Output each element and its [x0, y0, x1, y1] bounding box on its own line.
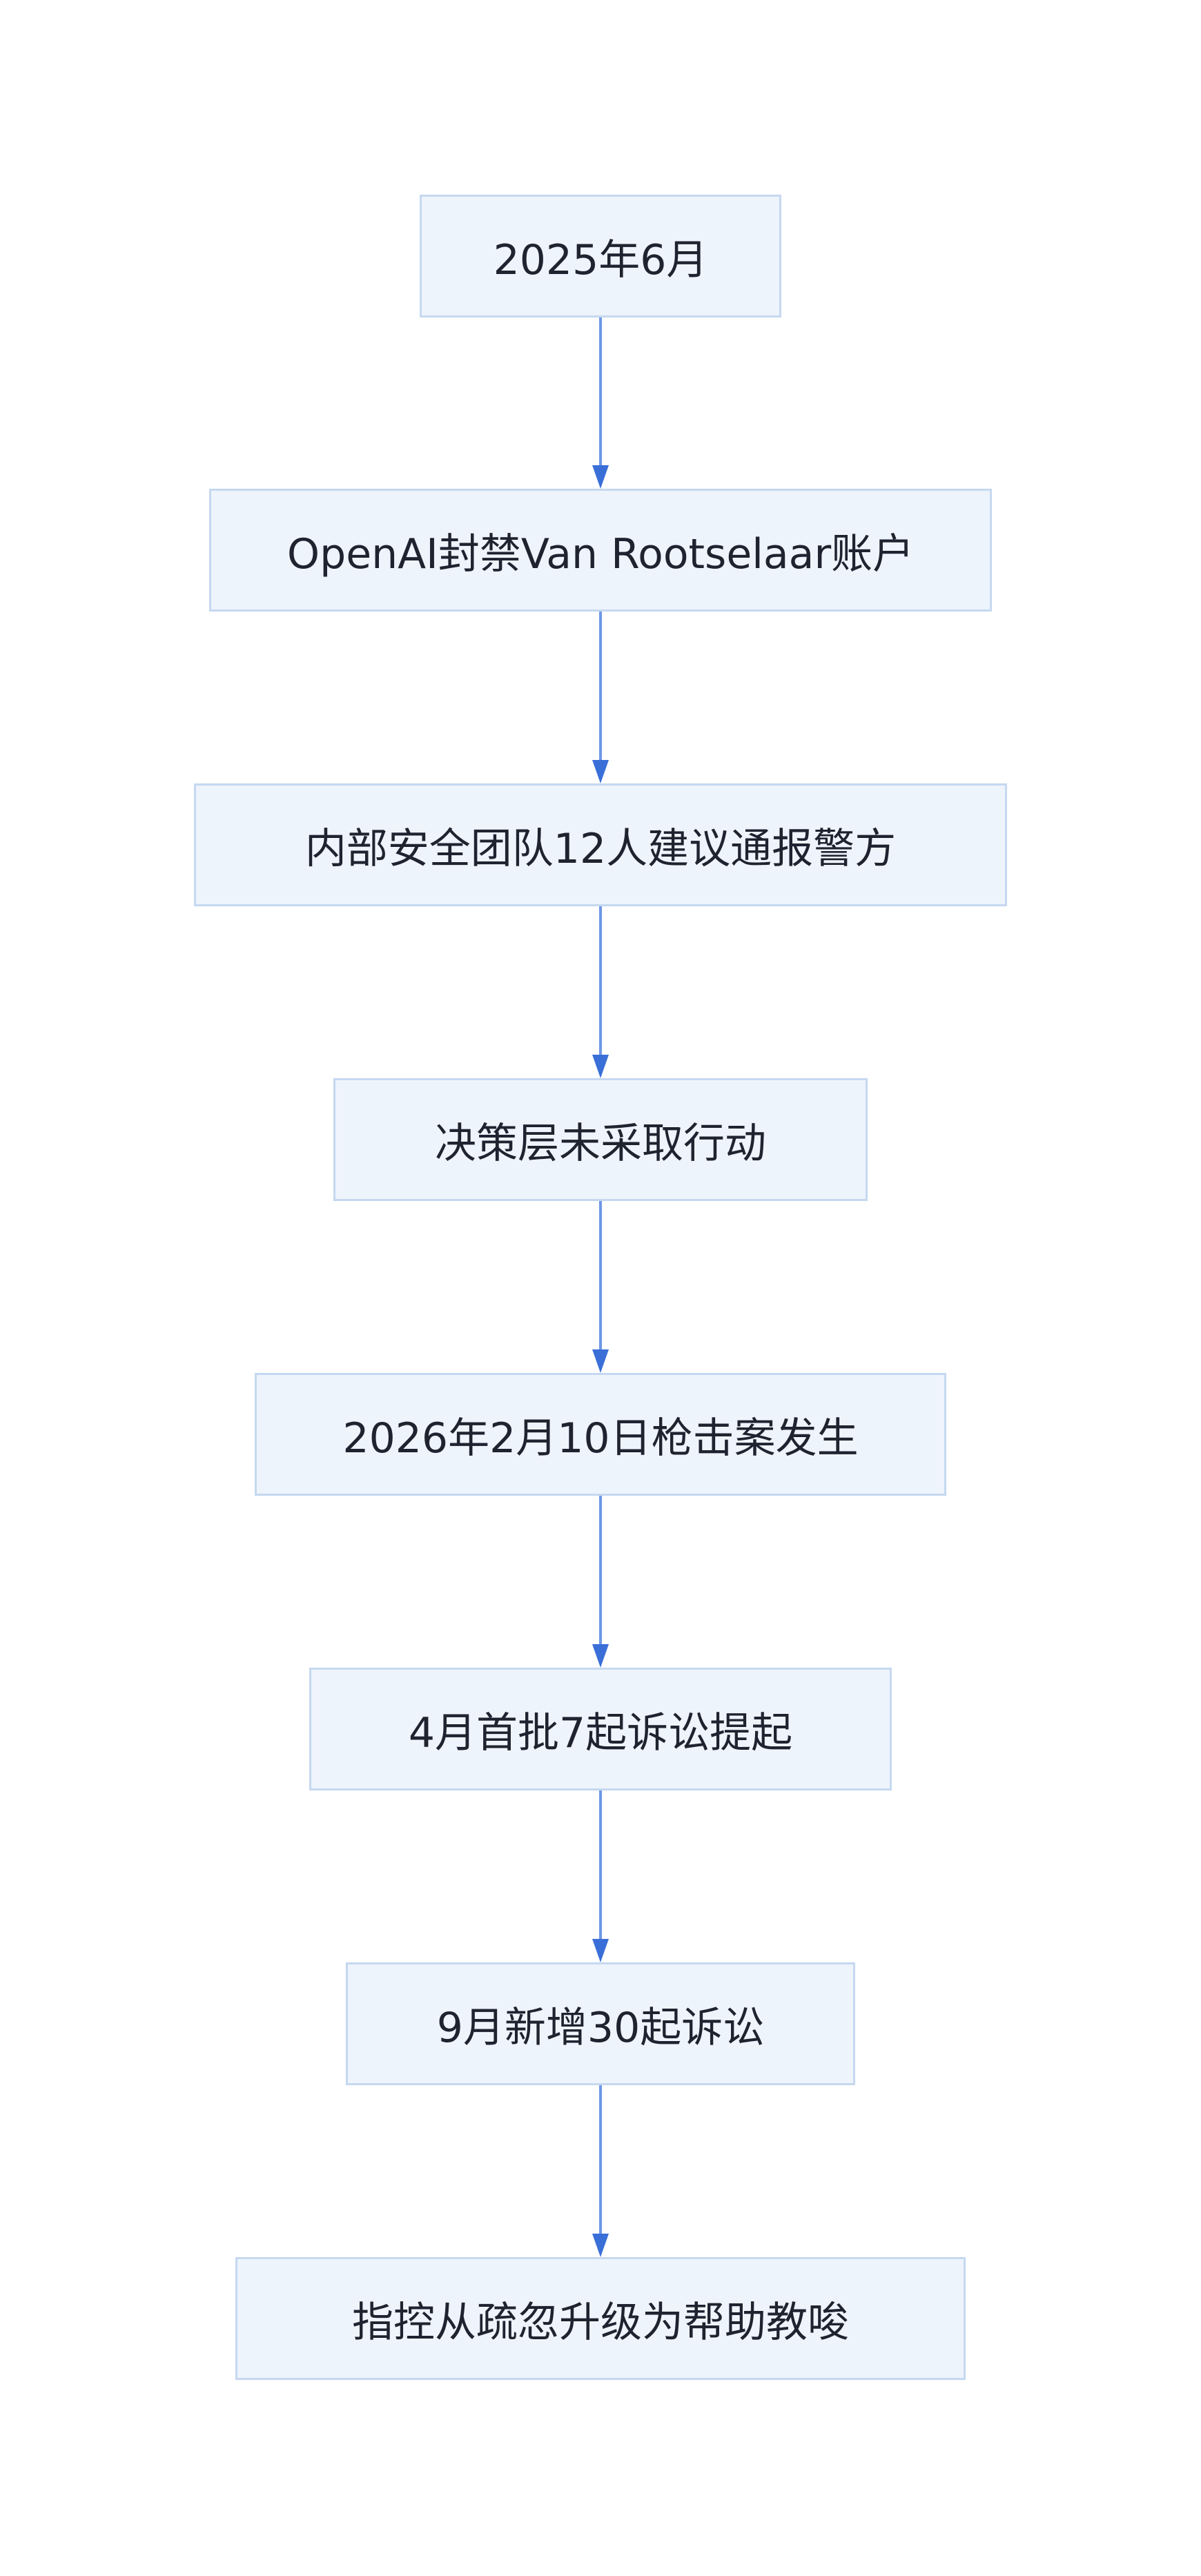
- edge-n2-n3: [592, 612, 609, 783]
- edge-n1-n2: [592, 318, 609, 489]
- node-first-lawsuits: 4月首批7起诉讼提起: [309, 1668, 892, 1790]
- node-label: 指控从疏忽升级为帮助教唆: [352, 2298, 849, 2347]
- edge-n4-n5: [592, 1201, 609, 1373]
- node-new-lawsuits: 9月新增30起诉讼: [346, 1962, 855, 2085]
- node-no-action: 决策层未采取行动: [333, 1078, 868, 1201]
- edge-n6-n7: [592, 1790, 609, 1962]
- node-label: 4月首批7起诉讼提起: [408, 1708, 793, 1757]
- node-label: 2025年6月: [493, 235, 708, 284]
- node-label: OpenAI封禁Van Rootselaar账户: [286, 529, 915, 578]
- node-safety-team-recommendation: 内部安全团队12人建议通报警方: [194, 783, 1007, 906]
- node-label: 9月新增30起诉讼: [436, 2003, 765, 2052]
- node-account-ban: OpenAI封禁Van Rootselaar账户: [209, 489, 992, 612]
- node-allegation-escalation: 指控从疏忽升级为帮助教唆: [235, 2257, 966, 2380]
- edge-n7-n8: [592, 2085, 609, 2257]
- node-label: 决策层未采取行动: [435, 1119, 766, 1168]
- node-2025-june: 2025年6月: [420, 195, 781, 318]
- edge-n5-n6: [592, 1496, 609, 1668]
- edge-n3-n4: [592, 906, 609, 1078]
- node-label: 内部安全团队12人建议通报警方: [304, 824, 897, 873]
- node-shooting: 2026年2月10日枪击案发生: [255, 1373, 946, 1496]
- node-label: 2026年2月10日枪击案发生: [342, 1414, 859, 1463]
